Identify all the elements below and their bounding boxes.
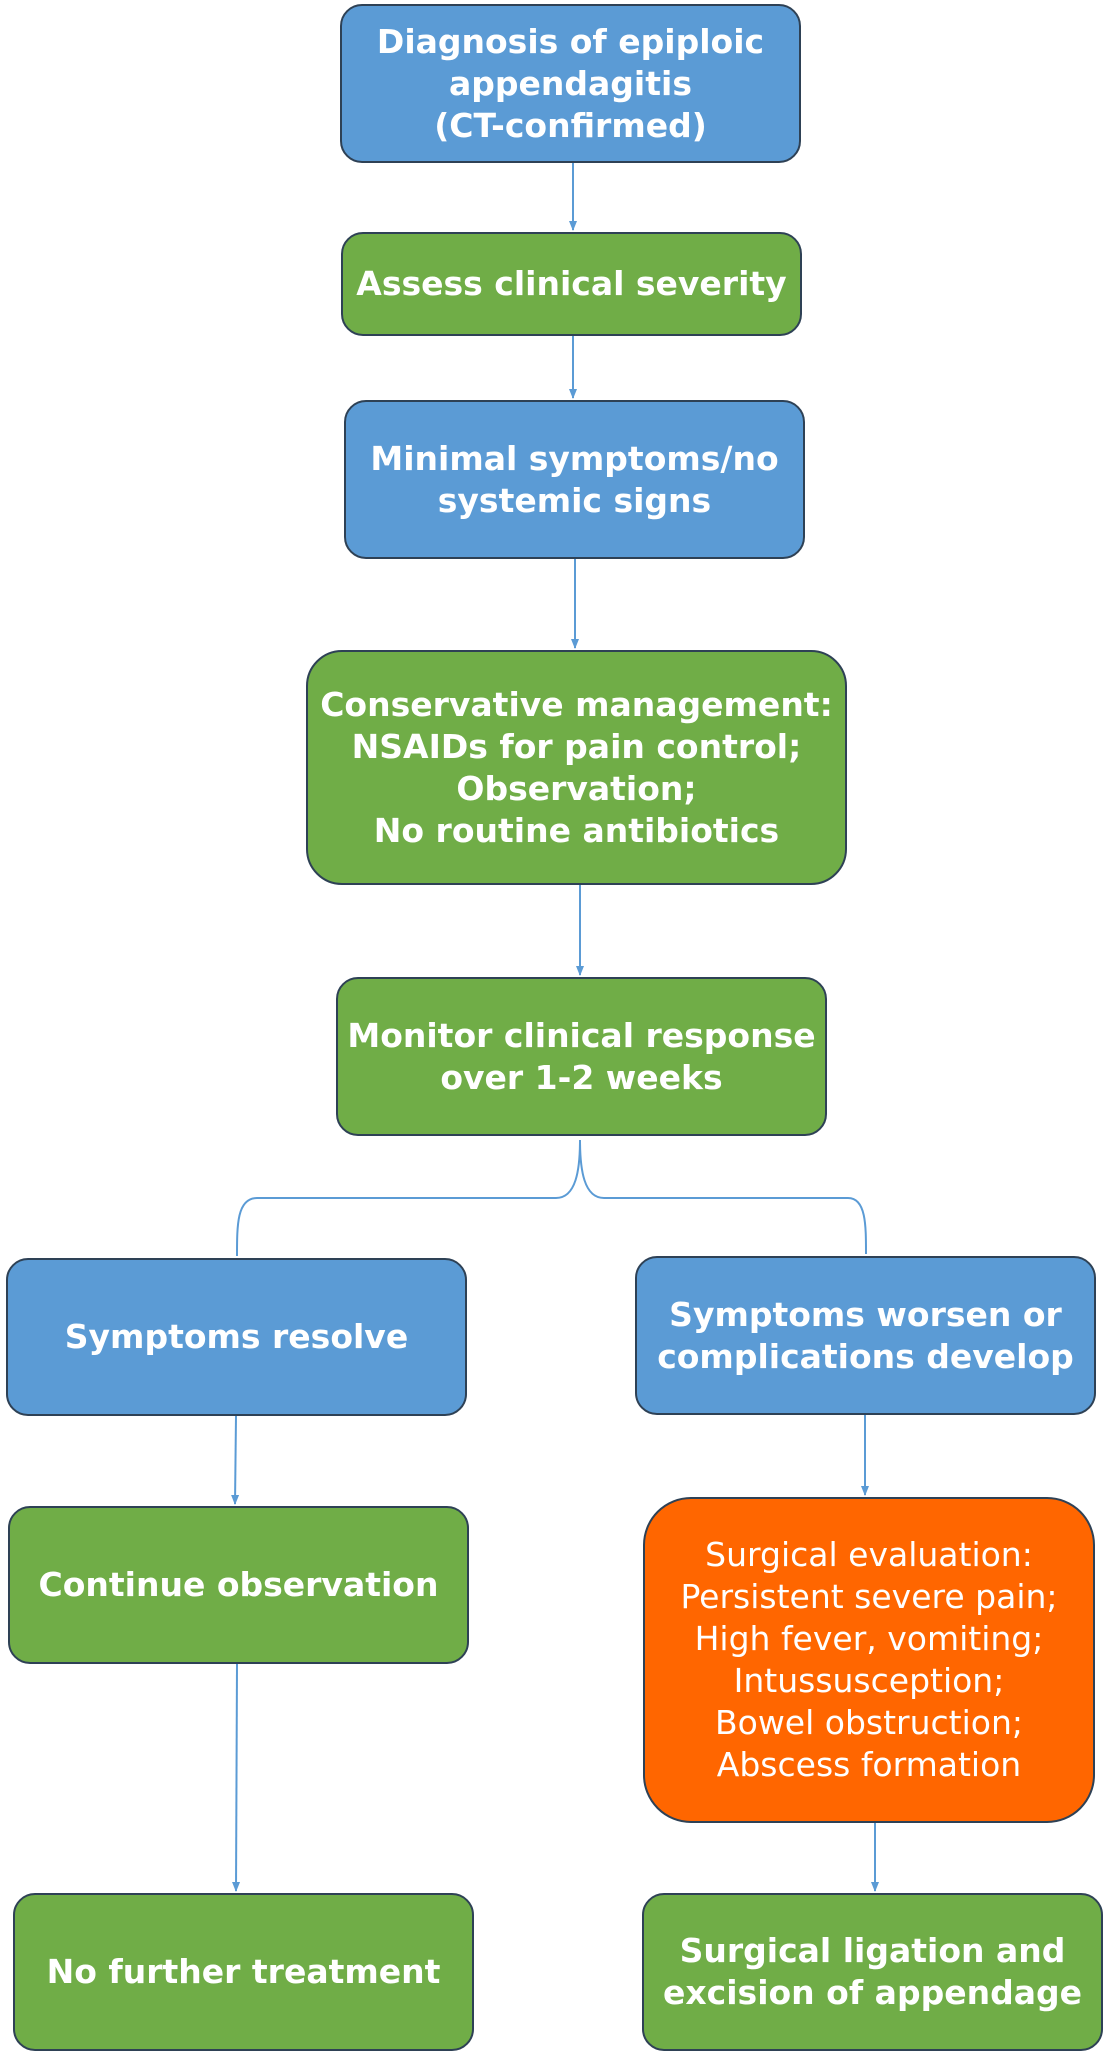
surgical-line-2: Persistent severe pain; [680, 1577, 1058, 1616]
ligation-line-1: Surgical ligation and [679, 1931, 1066, 1970]
arrow-continue-to-no-treatment [232, 1663, 241, 1892]
conservative-line-2: NSAIDs for pain control; [351, 726, 802, 766]
surgical-evaluation-box: Surgical evaluation: Persistent severe p… [643, 1497, 1095, 1823]
diagnosis-box: Diagnosis of epiploic appendagitis (CT-c… [340, 4, 801, 163]
continue-observation-box: Continue observation [8, 1506, 469, 1664]
assess-line-1: Assess clinical severity [356, 264, 787, 303]
monitor-line-2: over 1-2 weeks [440, 1057, 723, 1097]
worsen-line-1: Symptoms worsen or [669, 1294, 1062, 1334]
diagnosis-line-2: appendagitis [449, 63, 692, 103]
surgical-line-4: Intussusception; [733, 1661, 1005, 1700]
surgical-line-1: Surgical evaluation: [705, 1535, 1033, 1574]
continue-line-1: Continue observation [38, 1565, 439, 1604]
no-further-treatment-box: No further treatment [13, 1893, 474, 2051]
diagnosis-line-3: (CT-confirmed) [434, 105, 707, 145]
surgical-line-6: Abscess formation [716, 1745, 1022, 1784]
symptoms-worsen-box: Symptoms worsen or complications develop [635, 1256, 1096, 1415]
monitor-line-1: Monitor clinical response [347, 1015, 816, 1055]
minimal-line-2: systemic signs [437, 480, 712, 520]
minimal-line-1: Minimal symptoms/no [370, 438, 779, 478]
conservative-line-3: Observation; [456, 768, 697, 808]
arrow-resolve-to-continue [231, 1415, 240, 1505]
branch-brace [236, 1139, 867, 1257]
worsen-line-2: complications develop [657, 1336, 1074, 1376]
resolve-line-1: Symptoms resolve [64, 1317, 409, 1356]
assess-severity-box: Assess clinical severity [341, 232, 802, 336]
minimal-symptoms-box: Minimal symptoms/no systemic signs [344, 400, 805, 559]
no-treatment-line-1: No further treatment [46, 1952, 441, 1991]
conservative-line-4: No routine antibiotics [373, 810, 780, 850]
surgical-line-3: High fever, vomiting; [694, 1619, 1044, 1658]
conservative-line-1: Conservative management: [320, 684, 833, 724]
surgical-ligation-box: Surgical ligation and excision of append… [642, 1893, 1103, 2051]
surgical-line-5: Bowel obstruction; [714, 1703, 1023, 1742]
conservative-management-box: Conservative management: NSAIDs for pain… [306, 650, 847, 885]
monitor-response-box: Monitor clinical response over 1-2 weeks [336, 977, 827, 1136]
ligation-line-2: excision of appendage [663, 1973, 1082, 2012]
diagnosis-line-1: Diagnosis of epiploic [376, 21, 765, 61]
symptoms-resolve-box: Symptoms resolve [6, 1258, 467, 1416]
